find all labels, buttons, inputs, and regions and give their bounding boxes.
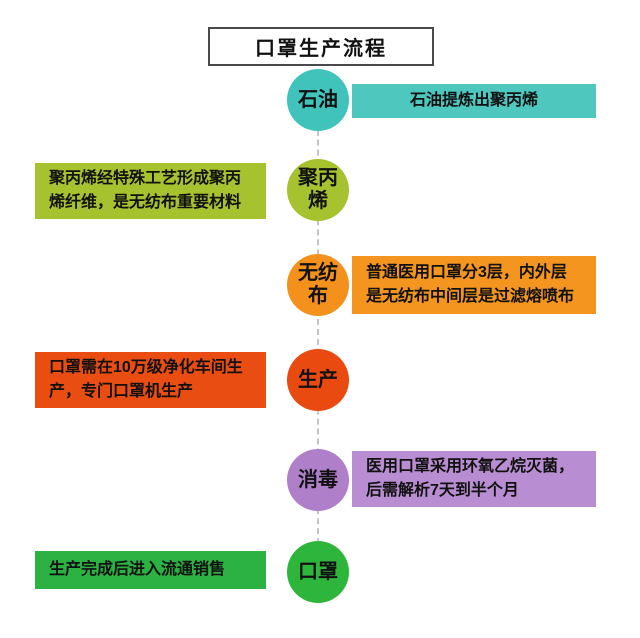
- note-petroleum: 石油提炼出聚丙烯: [352, 84, 596, 118]
- node-production-label: 生产: [298, 368, 338, 391]
- node-mask: 口罩: [287, 541, 349, 603]
- note-polypropylene: 聚丙烯经特殊工艺形成聚丙烯纤维，是无纺布重要材料: [35, 163, 266, 219]
- node-polypropylene-label: 聚丙烯: [298, 167, 338, 212]
- diagram-title-box: 口罩生产流程: [208, 27, 434, 66]
- note-nonwoven-text: 普通医用口罩分3层，内外层是无纺布中间层是过滤熔喷布: [366, 264, 575, 305]
- node-petroleum-label: 石油: [298, 88, 338, 111]
- note-production-text: 口罩需在10万级净化车间生产，专门口罩机生产: [49, 359, 243, 400]
- node-disinfection-label: 消毒: [298, 468, 338, 491]
- note-nonwoven: 普通医用口罩分3层，内外层是无纺布中间层是过滤熔喷布: [352, 256, 596, 314]
- note-polypropylene-text: 聚丙烯经特殊工艺形成聚丙烯纤维，是无纺布重要材料: [49, 170, 242, 211]
- node-polypropylene: 聚丙烯: [287, 159, 349, 221]
- flow-connector-line: [317, 60, 319, 574]
- node-nonwoven-label: 无纺布: [298, 262, 338, 307]
- note-mask-text: 生产完成后进入流通销售: [49, 561, 226, 578]
- node-petroleum: 石油: [287, 69, 349, 131]
- node-disinfection: 消毒: [287, 449, 349, 511]
- note-petroleum-text: 石油提炼出聚丙烯: [409, 92, 538, 109]
- node-production: 生产: [287, 349, 349, 411]
- note-disinfection: 医用口罩采用环氧乙烷灭菌，后需解析7天到半个月: [352, 451, 596, 507]
- note-production: 口罩需在10万级净化车间生产，专门口罩机生产: [35, 352, 266, 408]
- diagram-title: 口罩生产流程: [255, 38, 387, 60]
- node-nonwoven: 无纺布: [287, 254, 349, 316]
- note-disinfection-text: 医用口罩采用环氧乙烷灭菌，后需解析7天到半个月: [366, 458, 575, 499]
- node-mask-label: 口罩: [298, 560, 338, 583]
- note-mask: 生产完成后进入流通销售: [35, 551, 266, 589]
